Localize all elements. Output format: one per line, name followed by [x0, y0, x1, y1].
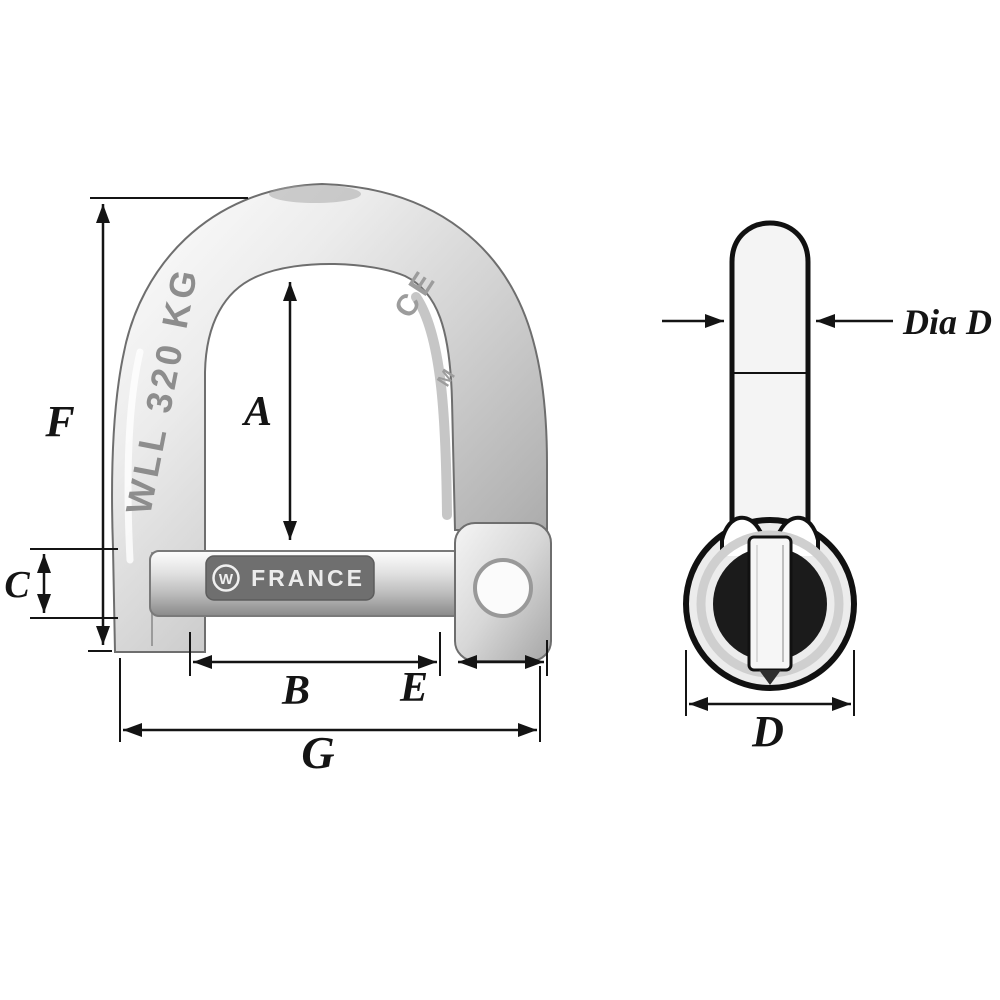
dim-label-b: B	[281, 668, 310, 714]
dim-label-e: E	[399, 665, 428, 711]
pin-head-hole	[473, 558, 533, 618]
pin-slot	[747, 535, 793, 672]
eye-bottom-wedge	[759, 670, 781, 685]
pin-brand-text: FRANCE	[251, 565, 365, 591]
bow-left-highlight	[124, 348, 144, 564]
pin-head	[454, 522, 552, 662]
dim-label-a: A	[241, 389, 272, 435]
shackle-pin: W FRANCE	[149, 550, 463, 617]
side-view-dimensions: Dia D D	[662, 302, 992, 756]
dim-label-c: C	[4, 564, 30, 606]
side-view-pin: Dia D D	[662, 220, 992, 756]
pin-shaft	[729, 220, 811, 542]
front-view-dimensions: F A C B E G	[4, 197, 548, 778]
eye-ears-fill	[722, 517, 818, 556]
dim-label-diad: Dia D	[902, 302, 992, 342]
shackle-bow	[111, 182, 548, 653]
bow-top-shade	[269, 185, 361, 203]
pin-logo-circle	[212, 564, 240, 592]
pin-brand-band	[205, 555, 375, 601]
front-view-shackle: WLL 320 KG CE M W FRANCE F A	[4, 182, 552, 778]
dim-label-f: F	[44, 397, 74, 446]
pin-logo: W	[219, 571, 234, 588]
bow-right-shadow	[411, 292, 452, 520]
dim-label-d: D	[751, 707, 784, 756]
dim-label-g: G	[301, 727, 334, 778]
